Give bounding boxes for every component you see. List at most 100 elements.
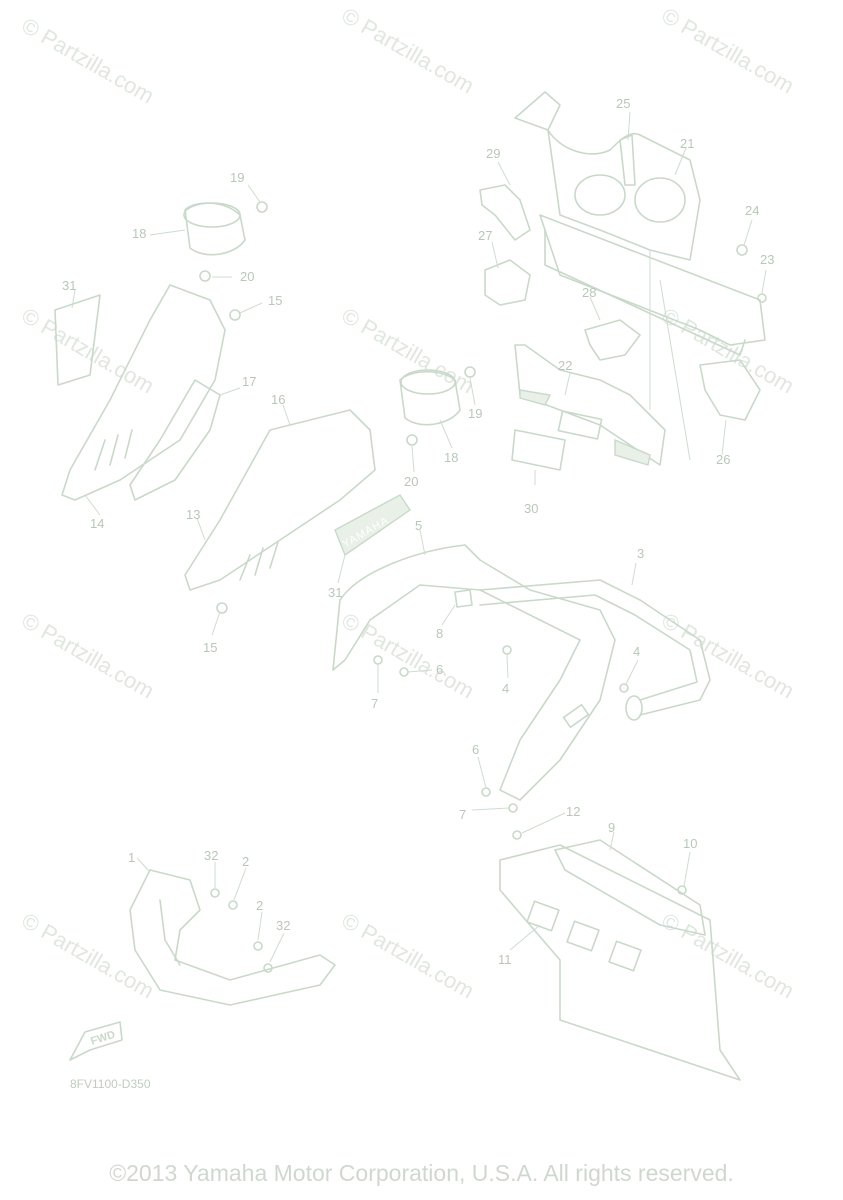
callout-29: 29: [486, 146, 500, 161]
callout-31a: 31: [62, 278, 76, 293]
cover-14-vents: [94, 429, 133, 471]
bolt-6a: [399, 667, 409, 677]
spacer-32a: [210, 888, 220, 898]
dash-frame-edge: [544, 229, 746, 356]
callout-20a: 20: [240, 269, 254, 284]
clip-12: [512, 830, 522, 840]
callout-27: 27: [478, 228, 492, 243]
block-8: [454, 589, 473, 608]
nut-7b: [508, 803, 518, 813]
diagram-code: 8FV1100-D350: [70, 1077, 151, 1091]
frame-5: [332, 544, 616, 801]
cover-17: [129, 379, 221, 501]
leader-lines: [196, 377, 476, 636]
badge-slot: [557, 410, 603, 440]
callout-6b: 6: [472, 742, 479, 757]
headlight-housing-18b: [399, 370, 461, 426]
rear-plate-assembly: [499, 812, 741, 1081]
watermark: © Partzilla.com: [18, 908, 159, 1004]
cover-16: [184, 409, 376, 591]
watermark: © Partzilla.com: [658, 303, 799, 399]
watermark: © Partzilla.com: [658, 908, 799, 1004]
callout-18a: 18: [132, 226, 146, 241]
nut-20b: [406, 434, 418, 446]
stay-25: [619, 134, 636, 186]
callout-labels: 25 21 29 19 24 18 27 23 20 31 28 15 22 1…: [62, 96, 774, 967]
bumper-1-edge: [159, 899, 181, 966]
leader-lines: [491, 111, 767, 485]
cover-13-vents: [239, 541, 279, 581]
plate-30: [511, 429, 566, 471]
callout-15b: 15: [203, 640, 217, 655]
callout-4a: 4: [502, 681, 509, 696]
exploded-parts-diagram: © Partzilla.com © Partzilla.com © Partzi…: [18, 3, 799, 1091]
bolt-2b: [253, 941, 263, 951]
left-side-cover-assembly: [54, 184, 268, 516]
bumper-1: [129, 869, 336, 1006]
cover-14: [61, 284, 226, 501]
watermark: © Partzilla.com: [18, 608, 159, 704]
watermark: © Partzilla.com: [658, 608, 799, 704]
callout-7a: 7: [371, 696, 378, 711]
callout-32a: 32: [204, 848, 218, 863]
bolt-6b: [481, 787, 491, 797]
panel-21: [547, 129, 701, 261]
callout-16: 16: [271, 392, 285, 407]
callout-32b: 32: [276, 918, 290, 933]
bolt-23: [757, 293, 767, 303]
callout-19b: 19: [468, 406, 482, 421]
callout-13: 13: [186, 507, 200, 522]
bolt-4b: [619, 683, 629, 693]
callout-10: 10: [683, 836, 697, 851]
opening: [608, 940, 642, 972]
housing-rim: [400, 369, 456, 395]
callout-23: 23: [760, 252, 774, 267]
callout-22: 22: [558, 358, 572, 373]
callout-12: 12: [566, 804, 580, 819]
callout-31b: 31: [328, 585, 342, 600]
watermark: © Partzilla.com: [658, 3, 799, 99]
tube-end: [625, 695, 643, 721]
dash-assembly: [479, 91, 767, 485]
nut-20a: [199, 270, 211, 282]
decal-31a: [54, 294, 101, 386]
callout-7b: 7: [459, 807, 466, 822]
watermark: © Partzilla.com: [338, 303, 479, 399]
bracket-28: [584, 319, 641, 361]
callout-2a: 2: [242, 854, 249, 869]
callout-21: 21: [680, 136, 694, 151]
callout-28: 28: [582, 285, 596, 300]
bolt-4a: [502, 645, 512, 655]
plate-11: [499, 844, 741, 1081]
bracket-part: [514, 91, 561, 131]
grille-left: [519, 389, 552, 406]
dash-frame: [539, 214, 766, 346]
headlight-housing-18a: [184, 202, 246, 256]
nut-7a: [373, 655, 383, 665]
leader-lines: [377, 529, 639, 811]
gauge-hole-right: [634, 177, 686, 223]
decal-31b: [334, 494, 411, 557]
front-bumper-assembly: [129, 857, 336, 1006]
callout-4b: 4: [633, 644, 640, 659]
callout-25: 25: [616, 96, 630, 111]
callout-26: 26: [716, 452, 730, 467]
front-frame-assembly: [332, 529, 711, 813]
leader-lines: [136, 857, 285, 963]
callout-5: 5: [415, 518, 422, 533]
leader-lines: [509, 812, 691, 951]
housing-rim: [183, 202, 241, 228]
screw-19a: [256, 201, 268, 213]
callout-9: 9: [608, 820, 615, 835]
watermark: © Partzilla.com: [338, 608, 479, 704]
tube-3-outer: [479, 579, 711, 716]
callout-24: 24: [745, 203, 759, 218]
screw-15b: [216, 602, 228, 614]
opening: [566, 920, 600, 952]
callout-2b: 2: [256, 898, 263, 913]
callout-14: 14: [90, 516, 104, 531]
callout-1: 1: [128, 850, 135, 865]
callout-8: 8: [436, 626, 443, 641]
leader-lines: [71, 184, 263, 516]
